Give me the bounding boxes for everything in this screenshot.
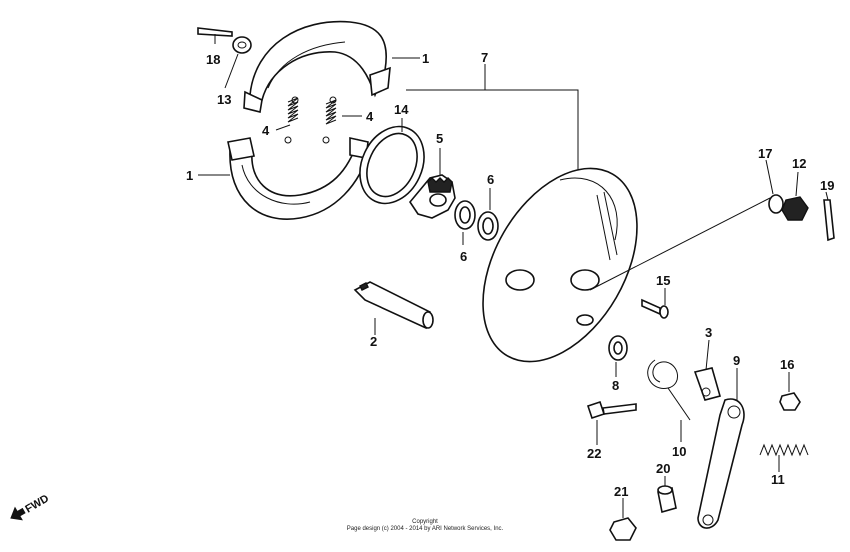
part-11-spring[interactable] <box>759 443 809 457</box>
part-4-spring-left[interactable] <box>284 96 299 144</box>
label-21: 21 <box>614 484 628 499</box>
part-1-lower-brake-shoe[interactable] <box>227 137 371 220</box>
label-18: 18 <box>206 52 220 67</box>
label-2: 2 <box>370 334 377 349</box>
fwd-arrow-icon <box>10 506 26 521</box>
label-9: 9 <box>733 353 740 368</box>
label-6-upper: 6 <box>487 172 494 187</box>
part-12-nut[interactable] <box>781 196 809 221</box>
label-4-right: 4 <box>366 109 374 124</box>
part-14-seal[interactable] <box>348 116 436 214</box>
label-11: 11 <box>771 472 785 487</box>
label-22: 22 <box>587 446 601 461</box>
label-16: 16 <box>780 357 794 372</box>
label-10: 10 <box>672 444 686 459</box>
label-14: 14 <box>394 102 409 117</box>
part-22-bolt[interactable] <box>586 400 637 420</box>
label-4-left: 4 <box>262 123 270 138</box>
label-19: 19 <box>820 178 834 193</box>
fwd-arrow: FWD <box>10 493 51 521</box>
part-17-washer[interactable] <box>768 194 784 214</box>
label-7: 7 <box>481 50 488 65</box>
part-15-bolt[interactable] <box>641 298 669 319</box>
part-5-cam-gear[interactable] <box>409 174 456 219</box>
part-4-spring-right[interactable] <box>322 96 337 144</box>
callout-labels: 18 13 1 1 4 4 14 5 6 6 7 2 17 12 19 15 3… <box>186 50 834 499</box>
copyright-line-1: Copyright <box>412 519 438 525</box>
part-21-nut[interactable] <box>609 517 637 541</box>
part-6-washer-b[interactable] <box>477 211 499 241</box>
part-13-washer[interactable] <box>232 36 252 54</box>
leader-lines <box>198 34 829 518</box>
label-13: 13 <box>217 92 231 107</box>
label-17: 17 <box>758 146 772 161</box>
copyright: Copyright Page design (c) 2004 - 2014 by… <box>347 519 504 532</box>
label-1-lower: 1 <box>186 168 193 183</box>
label-8: 8 <box>612 378 619 393</box>
part-9-brake-arm[interactable] <box>697 398 745 529</box>
label-15: 15 <box>656 273 670 288</box>
copyright-line-2: Page design (c) 2004 - 2014 by ARI Netwo… <box>347 526 504 532</box>
label-5: 5 <box>436 131 443 146</box>
fwd-label: FWD <box>23 493 51 516</box>
part-2-cam-shaft[interactable] <box>353 281 434 330</box>
part-8-washer[interactable] <box>608 335 628 361</box>
label-20: 20 <box>656 461 670 476</box>
part-7-brake-panel[interactable] <box>451 142 669 389</box>
part-20-collar[interactable] <box>657 485 677 514</box>
part-3-indicator-plate[interactable] <box>693 367 721 401</box>
part-18-pin[interactable] <box>197 27 233 37</box>
label-6-lower: 6 <box>460 249 467 264</box>
part-19-cotter-pin[interactable] <box>823 199 835 242</box>
part-6-washer-a[interactable] <box>454 200 476 230</box>
part-10-return-spring[interactable] <box>647 359 691 421</box>
label-1-upper: 1 <box>422 51 429 66</box>
label-12: 12 <box>792 156 806 171</box>
label-3: 3 <box>705 325 712 340</box>
part-1-upper-brake-shoe[interactable] <box>243 20 391 113</box>
part-16-nut[interactable] <box>779 392 801 411</box>
